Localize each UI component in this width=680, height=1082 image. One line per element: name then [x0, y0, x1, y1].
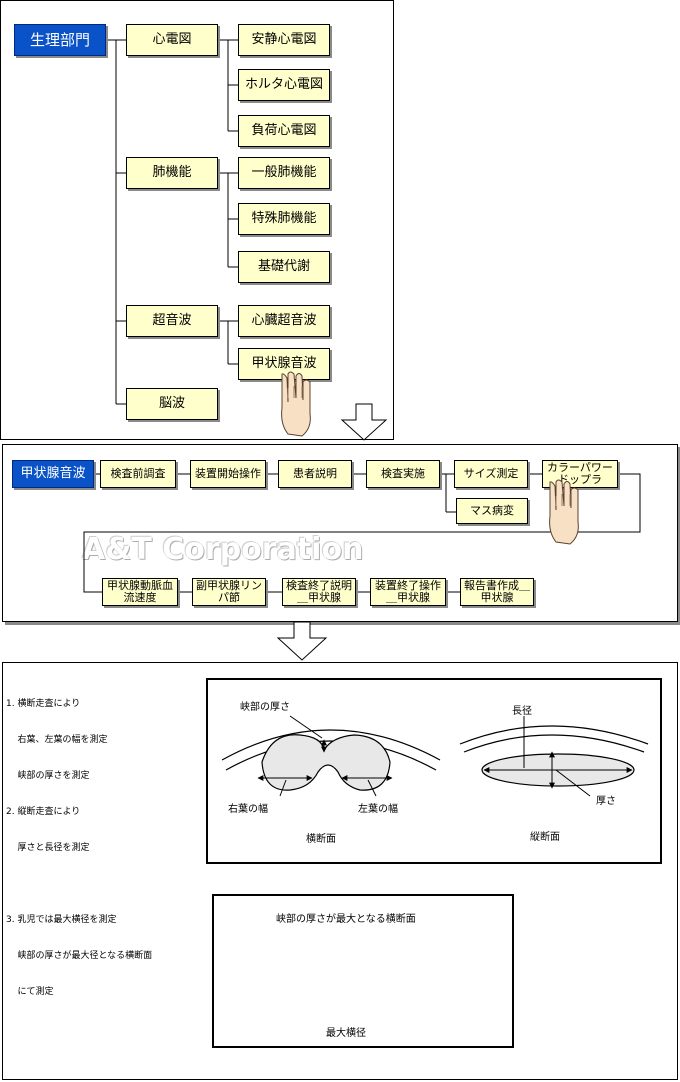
lung-general-node[interactable]: 一般肺機能 [238, 157, 330, 189]
note-line: にて測定 [6, 987, 54, 997]
longitudinal-label: 縦断面 [530, 832, 560, 843]
ultrasound-node[interactable]: 超音波 [126, 305, 218, 337]
max-section-caption: 峡部の厚さが最大となる横断面 [276, 914, 416, 925]
transverse-label: 横断面 [306, 834, 336, 845]
measurement-notes: 1. 横断走査により 右葉、左葉の幅を測定 峡部の厚さを測定 2. 縦断走査によ… [6, 674, 152, 1010]
flow-step-report[interactable]: 報告書作成＿甲状腺 [460, 578, 534, 606]
right-lobe-label: 右葉の幅 [228, 804, 268, 815]
flow-step-pre-exam[interactable]: 検査前調査 [100, 460, 176, 488]
lung-special-node[interactable]: 特殊肺機能 [238, 203, 330, 235]
diagram-bottom-frame [212, 894, 514, 1048]
ecg-holter-node[interactable]: ホルタ心電図 [238, 69, 330, 101]
flow-step-device-end[interactable]: 装置終了操作＿甲状腺 [370, 578, 446, 606]
eeg-node[interactable]: 脳波 [126, 388, 218, 420]
ecg-rest-node[interactable]: 安静心電図 [238, 24, 330, 56]
root-node[interactable]: 生理部門 [14, 24, 106, 56]
flow-step-device-start[interactable]: 装置開始操作 [190, 460, 266, 488]
ecg-node[interactable]: 心電図 [126, 24, 218, 56]
long-axis-label: 長径 [512, 706, 532, 717]
flow-step-parathyroid[interactable]: 副甲状腺リンパ節 [192, 578, 266, 606]
note-line: 3. 乳児では最大横径を測定 [6, 915, 117, 925]
note-line: 峡部の厚さを測定 [6, 771, 90, 781]
note-line: 右葉、左葉の幅を測定 [6, 735, 108, 745]
flow-step-artery[interactable]: 甲状腺動脈血流速度 [102, 578, 178, 606]
thickness-label: 厚さ [596, 796, 616, 807]
flow-step-patient-explain[interactable]: 患者説明 [278, 460, 352, 488]
note-line: 2. 縦断走査により [6, 807, 81, 817]
flow-start-node[interactable]: 甲状腺音波 [12, 460, 94, 488]
isthmus-label: 峡部の厚さ [240, 702, 290, 713]
max-width-label: 最大横径 [326, 1028, 366, 1039]
left-lobe-label: 左葉の幅 [358, 804, 398, 815]
flow-step-color-doppler[interactable]: カラーパワードップラ [542, 460, 618, 488]
lung-node[interactable]: 肺機能 [126, 157, 218, 189]
flow-step-mass[interactable]: マス病変 [456, 498, 528, 524]
note-line: 1. 横断走査により [6, 699, 81, 709]
note-line: 厚さと長径を測定 [6, 843, 90, 853]
note-line: 峡部の厚さが最大径となる横断面 [6, 951, 153, 961]
flow-step-exam[interactable]: 検査実施 [366, 460, 440, 488]
metabolism-node[interactable]: 基礎代謝 [238, 251, 330, 283]
flow-step-exam-end[interactable]: 検査終了説明＿甲状腺 [282, 578, 356, 606]
ecg-load-node[interactable]: 負荷心電図 [238, 115, 330, 147]
flow-step-size[interactable]: サイズ測定 [454, 460, 528, 488]
watermark: A&T Corporation [82, 532, 364, 567]
us-heart-node[interactable]: 心臓超音波 [238, 305, 330, 337]
